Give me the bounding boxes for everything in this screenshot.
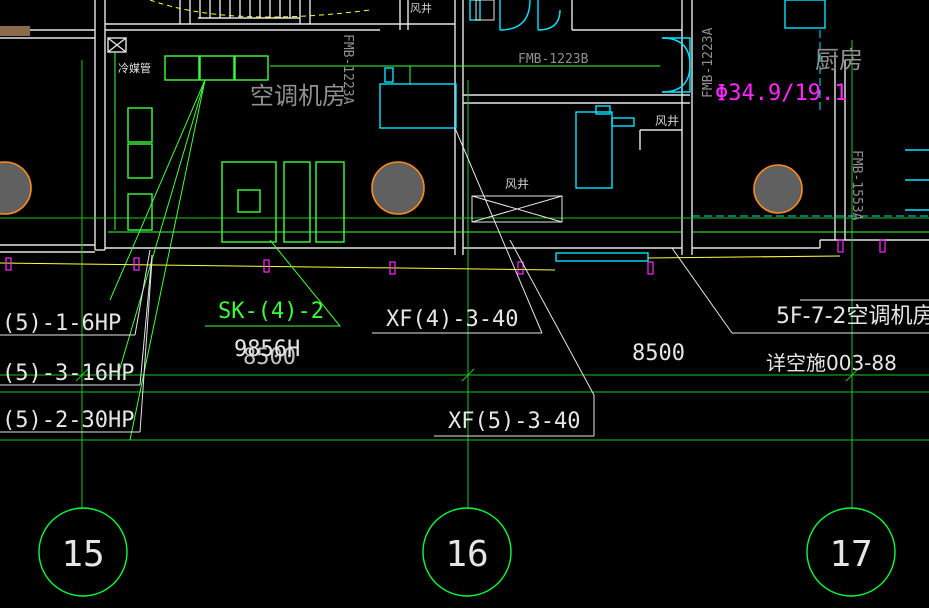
refrigerant-pipe-label: 冷媒管 (118, 61, 151, 75)
axis-lines-layer (0, 40, 929, 508)
shaft-label-left: 风井 (505, 177, 529, 191)
duct-dashed (692, 30, 929, 217)
duct-label-fmb-1223a-right: FMB-1223A (701, 27, 716, 98)
axis-bubble-17 (806, 507, 896, 597)
ac-equipment[interactable] (107, 37, 345, 243)
callout-detail-ref: 详空施003-88 (766, 351, 897, 375)
leader-lines (0, 127, 929, 437)
column-middle (371, 161, 425, 215)
axis-bubble-15 (38, 507, 128, 597)
axis-label-15: 15 (61, 534, 104, 575)
axis-ticks (75, 368, 859, 382)
callout-xf-5-3-40: XF(5)-3-40 (448, 409, 580, 434)
structural-columns (0, 161, 803, 215)
orange-block (0, 26, 30, 36)
callout-sk-sub: 9856H (234, 337, 300, 362)
pipe-lines (108, 52, 929, 441)
duct-label-fmb-1553a: FMB-1553A (849, 150, 864, 221)
grid-axis-16[interactable]: 16 (422, 507, 512, 597)
magenta-markers (5, 239, 886, 275)
room-label-ac: 空调机房 (250, 82, 346, 110)
grid-axis-15[interactable]: 15 (38, 507, 128, 597)
column-right (753, 164, 803, 214)
shaft-label-right: 风井 (655, 114, 679, 128)
shaft-label-top: 风井 (410, 1, 432, 15)
axis-label-16: 16 (445, 534, 488, 575)
grid-axis-17[interactable]: 17 (806, 507, 896, 597)
callout-room-5f-7-2: 5F-7-2空调机房 (776, 304, 929, 329)
duct-label-fmb-1223a-left: FMB-1223A (340, 34, 355, 105)
axis-label-17: 17 (829, 534, 872, 575)
elevation-label: Φ34.9/19.1 (715, 81, 847, 106)
walls-layer (0, 0, 929, 255)
callout-unit-3-16hp: (5)-3-16HP (2, 361, 134, 386)
room-label-kitchen: 厨房 (815, 46, 863, 74)
callout-unit-1-6hp: (5)-1-6HP (2, 311, 121, 336)
cyan-layer (379, 0, 929, 262)
air-shaft-box (471, 0, 563, 223)
duct-label-fmb-1223b: FMB-1223B (518, 52, 589, 67)
dimension-span-right: 8500 (632, 341, 685, 366)
column-left (0, 161, 32, 215)
callout-sk-4-2: SK-(4)-2 (218, 299, 324, 324)
callout-xf-4-3-40: XF(4)-3-40 (386, 307, 518, 332)
callout-unit-2-30hp: (5)-2-30HP (2, 408, 134, 433)
yellow-dashed-arc (149, 0, 371, 18)
axis-bubble-16 (422, 507, 512, 597)
dimension-span-left: 8500 (243, 345, 296, 370)
yellow-lines (0, 255, 841, 271)
